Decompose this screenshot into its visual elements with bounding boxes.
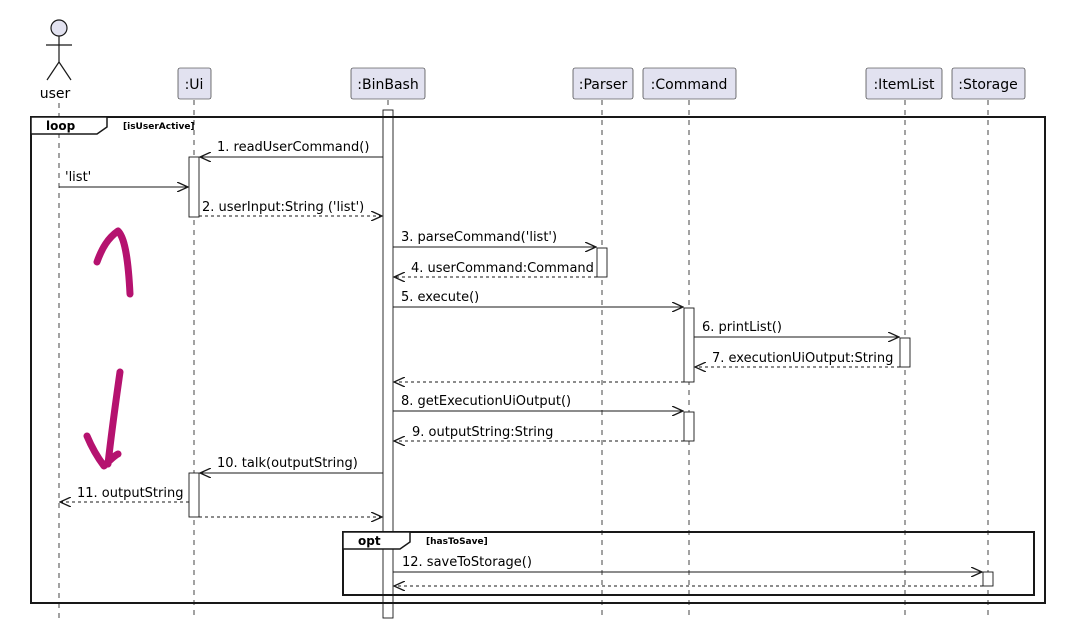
message-label-4: 4. userCommand:Command <box>411 261 594 276</box>
message-label-1: 1. readUserCommand() <box>217 140 369 155</box>
participant-label-parser: :Parser <box>579 77 628 93</box>
participant-command: :Command <box>642 67 737 100</box>
message-label-7: 7. executionUiOutput:String <box>712 351 893 366</box>
participant-label-user: user <box>40 86 71 102</box>
message-labels: 'list' 1. readUserCommand() 2. userInput… <box>65 140 893 570</box>
message-label-11: 11. outputString <box>77 486 183 501</box>
actor-user: user <box>40 19 72 102</box>
activation-ui-2 <box>188 472 200 518</box>
message-label-3: 3. parseCommand('list') <box>401 230 557 245</box>
message-label-12: 12. saveToStorage() <box>402 555 532 570</box>
loop-condition: [isUserActive] <box>123 122 195 132</box>
activation-parser <box>596 247 608 278</box>
participant-label-binbash: :BinBash <box>357 77 418 93</box>
message-label-5: 5. execute() <box>401 290 479 305</box>
up-arrow-icon <box>93 227 134 298</box>
message-label-8: 8. getExecutionUiOutput() <box>401 394 571 409</box>
message-label-list: 'list' <box>65 170 91 185</box>
opt-keyword: opt <box>358 534 381 548</box>
messages <box>59 157 983 586</box>
participant-itemlist: :ItemList <box>865 67 943 100</box>
participants: user :Ui :BinBash :Parser :Command :Item… <box>40 19 1026 102</box>
actor-icon <box>46 19 72 81</box>
annotation-arrows <box>83 227 134 470</box>
participant-storage: :Storage <box>951 67 1026 100</box>
loop-keyword: loop <box>46 119 76 133</box>
activation-bars <box>188 109 994 619</box>
message-label-9: 9. outputString:String <box>412 425 553 440</box>
activation-itemlist <box>899 337 911 368</box>
activation-ui-1 <box>188 156 200 218</box>
opt-condition: [hasToSave] <box>426 537 488 547</box>
opt-frame: opt [hasToSave] <box>342 531 1035 596</box>
message-label-2: 2. userInput:String ('list') <box>202 200 364 215</box>
participant-label-ui: :Ui <box>185 77 204 93</box>
participant-binbash: :BinBash <box>350 67 426 100</box>
message-label-6: 6. printList() <box>702 320 782 335</box>
message-label-10: 10. talk(outputString) <box>217 456 358 471</box>
activation-command-2 <box>683 411 695 442</box>
loop-frame: loop [isUserActive] <box>30 116 1046 604</box>
participant-parser: :Parser <box>572 67 634 100</box>
participant-label-itemlist: :ItemList <box>873 77 935 93</box>
activation-command-1 <box>683 307 695 383</box>
participant-label-command: :Command <box>651 77 728 93</box>
participant-label-storage: :Storage <box>958 77 1018 93</box>
activation-storage <box>982 571 994 587</box>
activation-binbash <box>382 109 394 619</box>
down-arrow-icon <box>83 368 124 470</box>
participant-ui: :Ui <box>177 67 212 100</box>
